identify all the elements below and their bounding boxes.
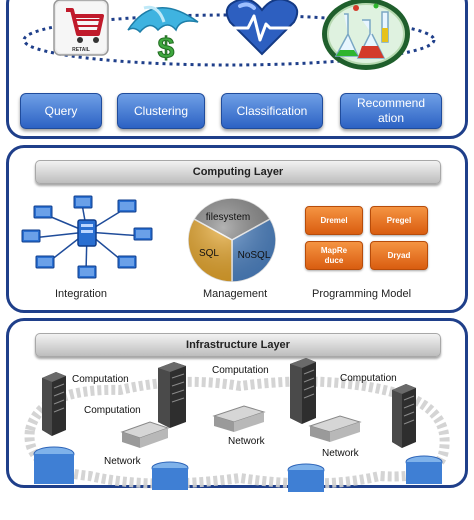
mapreduce-label: MapRe duce: [320, 245, 348, 265]
server-tower-1: [42, 372, 66, 436]
mapreduce-button[interactable]: MapRe duce: [305, 241, 363, 270]
pie-label-nosql: NoSQL: [238, 250, 271, 261]
dryad-label: Dryad: [387, 250, 411, 260]
infrastructure-layer-panel: Infrastructure Layer: [6, 318, 468, 488]
storage-disk-1: [33, 446, 75, 484]
network-switch-2: [212, 405, 266, 432]
server-tower-2: [158, 362, 186, 428]
query-label: Query: [44, 103, 78, 118]
shopping-cart-icon: RETAIL: [53, 0, 109, 56]
dryad-button[interactable]: Dryad: [370, 241, 428, 270]
computation-label-4: Computation: [340, 373, 397, 384]
science-flask-icon: [322, 0, 410, 70]
heart-monitor-icon: [225, 0, 299, 56]
network-label-1: Network: [104, 456, 141, 467]
programming-model-caption: Programming Model: [312, 288, 412, 300]
recommendation-label: Recommend ation: [356, 96, 426, 125]
computation-label-2: Computation: [84, 405, 141, 416]
storage-disk-3: [287, 463, 325, 492]
server-tower-4: [392, 384, 416, 448]
pregel-label: Pregel: [386, 215, 412, 225]
application-ellipse: [22, 13, 436, 67]
storage-disk-4: [405, 455, 443, 484]
pie-label-filesystem: filesystem: [206, 212, 250, 223]
recommendation-button[interactable]: Recommend ation: [340, 93, 442, 129]
network-label-3: Network: [322, 448, 359, 459]
svg-text:$: $: [158, 32, 175, 65]
integration-caption: Integration: [55, 288, 107, 300]
classification-button[interactable]: Classification: [221, 93, 323, 129]
management-pie: filesystem SQL NoSQL: [187, 197, 277, 283]
network-switch-1: [120, 421, 170, 448]
umbrella-dollar-icon: $: [127, 5, 199, 66]
infrastructure-layer-title: Infrastructure Layer: [35, 333, 441, 357]
server-tower-3: [290, 358, 316, 424]
pie-label-sql: SQL: [199, 248, 219, 259]
computation-label-3: Computation: [212, 365, 269, 376]
storage-disk-2: [151, 461, 189, 490]
integration-network-icon: [21, 195, 153, 279]
computation-label-1: Computation: [72, 374, 129, 385]
retail-text: RETAIL: [72, 47, 90, 53]
classification-label: Classification: [236, 103, 308, 118]
network-switch-3: [308, 415, 362, 442]
pregel-button[interactable]: Pregel: [370, 206, 428, 235]
clustering-label: Clustering: [133, 103, 189, 118]
dremel-button[interactable]: Dremel: [305, 206, 363, 235]
management-caption: Management: [203, 288, 268, 300]
clustering-button[interactable]: Clustering: [117, 93, 205, 129]
dremel-label: Dremel: [320, 215, 348, 225]
query-button[interactable]: Query: [20, 93, 102, 129]
network-label-2: Network: [228, 436, 265, 447]
computing-layer-title: Computing Layer: [35, 160, 441, 184]
